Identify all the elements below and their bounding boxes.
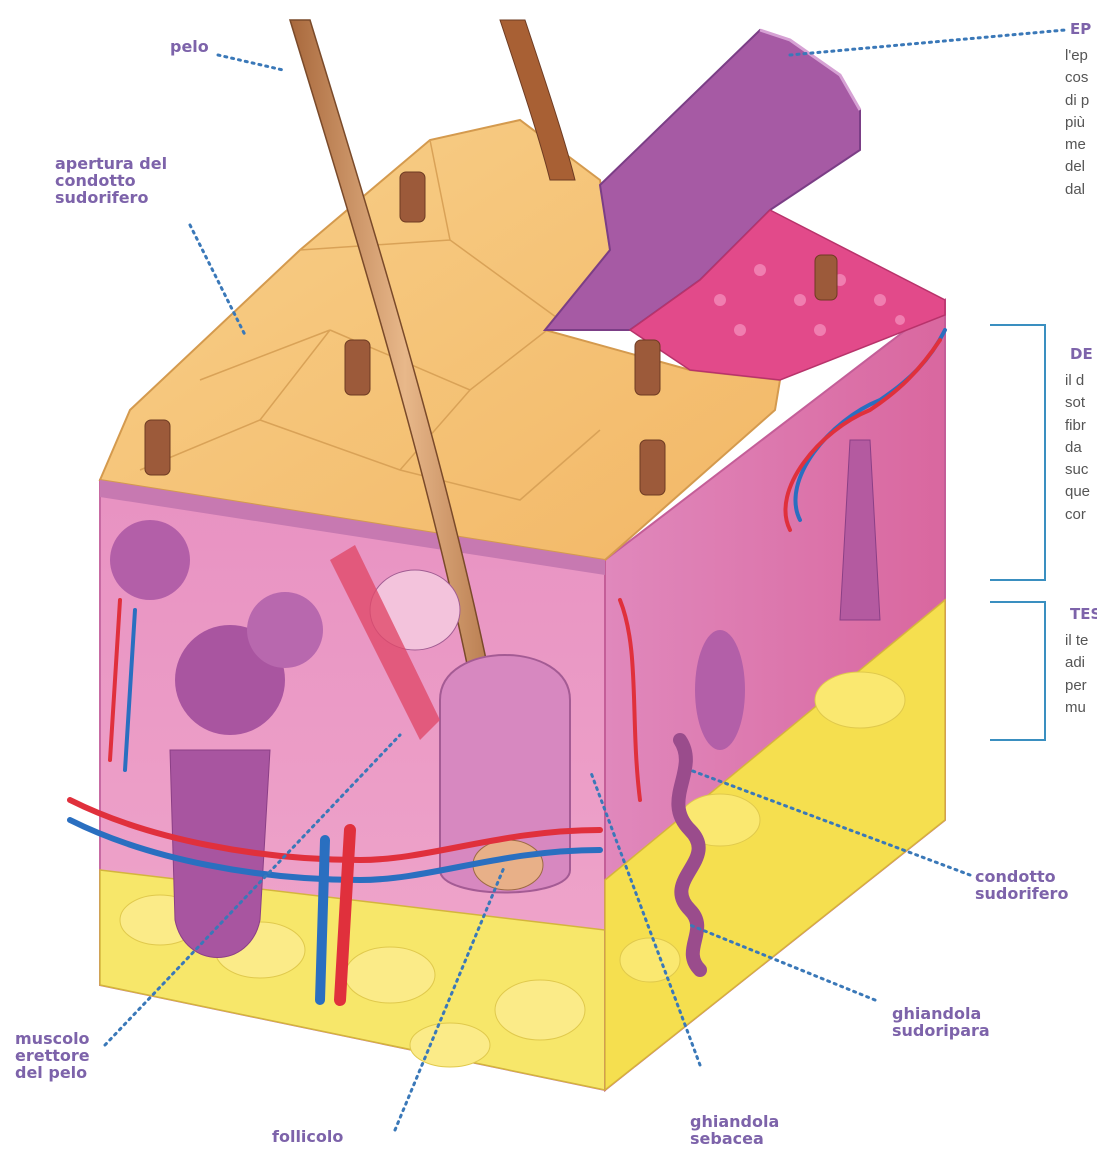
label-follicolo: follicolo	[272, 1128, 343, 1145]
tessuto-text: il te adi per mu	[1065, 630, 1088, 719]
derma-text: il d sot fibr da suc que cor	[1065, 370, 1090, 526]
label-apertura-condotto: apertura del condotto sudorifero	[55, 155, 167, 206]
label-condotto-sudorifero: condotto sudorifero	[975, 868, 1068, 902]
derma-title: DE	[1070, 345, 1093, 363]
leader-epidermide	[790, 30, 1065, 55]
bracket-tessuto	[990, 602, 1045, 740]
label-muscolo-erettore: muscolo erettore del pelo	[15, 1030, 90, 1081]
label-ghiandola-sebacea: ghiandola sebacea	[690, 1113, 779, 1147]
epidermide-title: EP	[1070, 20, 1091, 38]
label-ghiandola-sudoripara: ghiandola sudoripara	[892, 1005, 990, 1039]
label-pelo: pelo	[170, 38, 209, 55]
leader-apertura	[190, 225, 245, 335]
leader-pelo	[218, 55, 283, 70]
bracket-derma	[990, 325, 1045, 580]
tessuto-title: TES	[1070, 605, 1097, 623]
layer-brackets	[990, 325, 1045, 740]
epidermide-text: l'ep cos di p più me del dal	[1065, 45, 1089, 201]
